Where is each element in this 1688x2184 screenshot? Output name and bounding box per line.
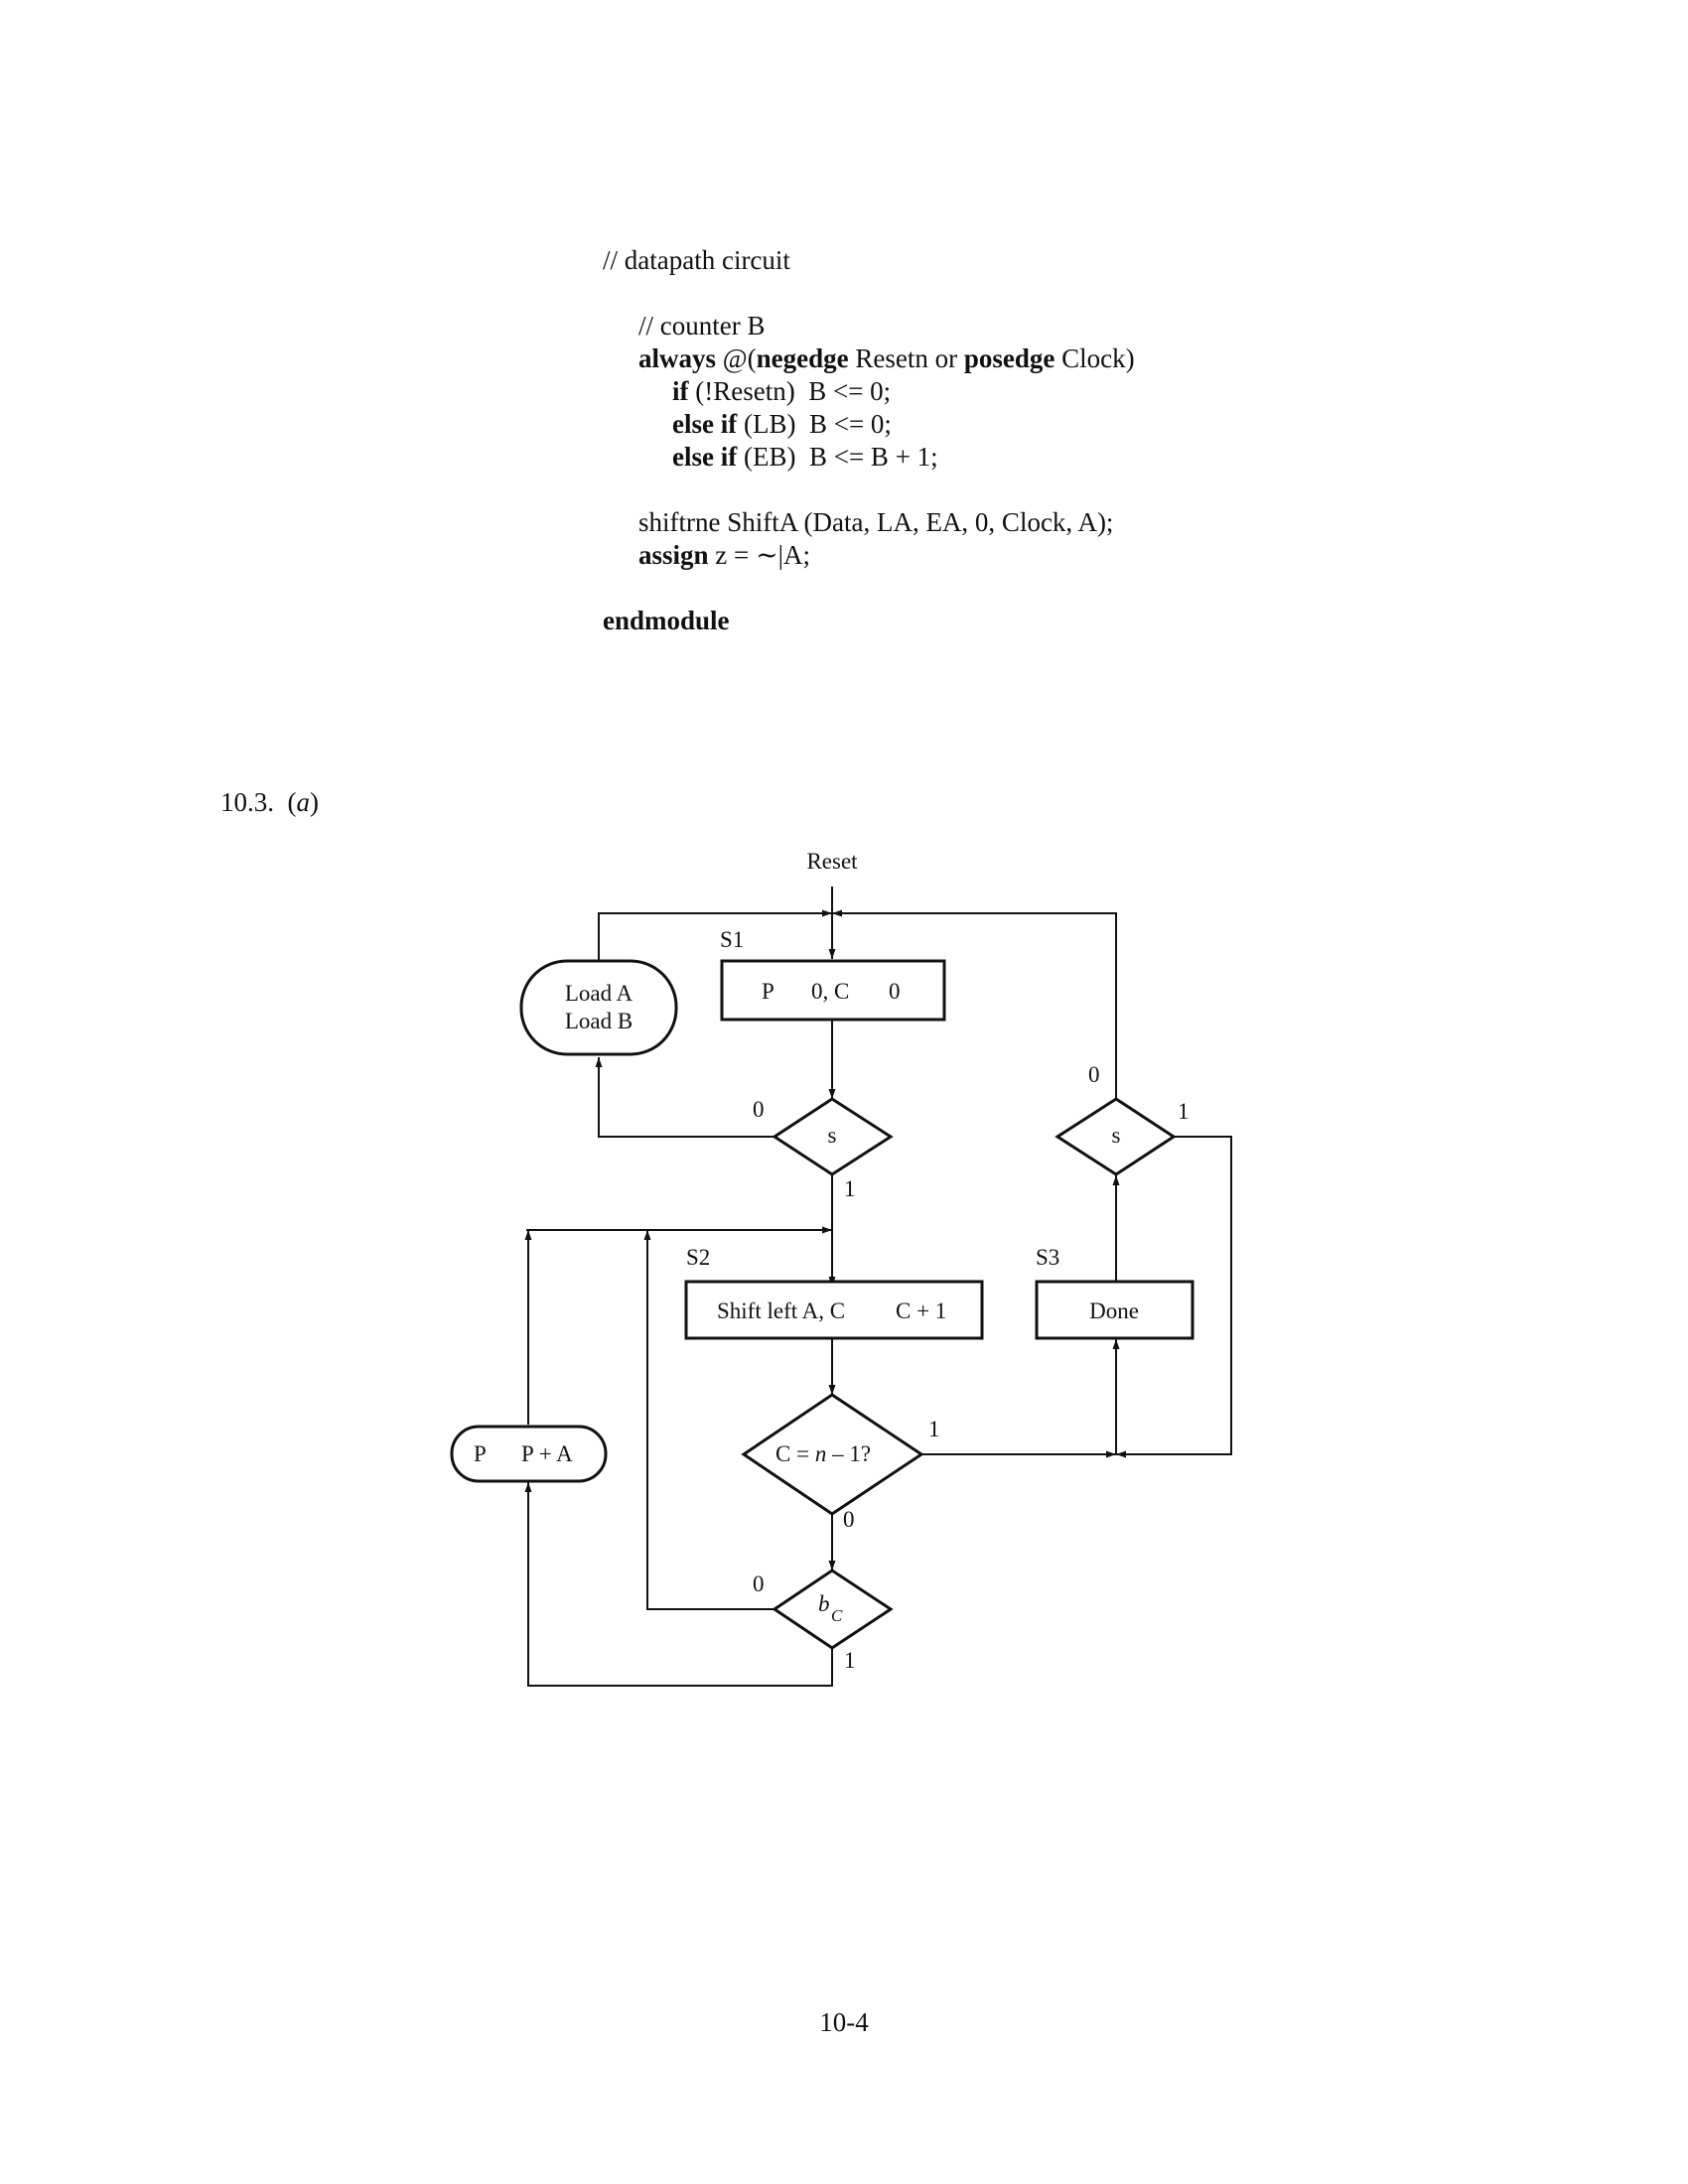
code-text: @( xyxy=(716,343,757,373)
cond-c-n: n xyxy=(815,1441,827,1466)
problem-part: a xyxy=(296,787,311,817)
code-comment-datapath: // datapath circuit xyxy=(603,245,790,275)
keyword-always: always xyxy=(638,343,717,373)
state-box-s3 xyxy=(1035,1280,1195,1340)
chart-shapes xyxy=(450,959,1195,1650)
bc-zero-loop-line xyxy=(643,1230,774,1610)
code-text: z = ∼|A; xyxy=(708,540,811,570)
code-shift-line: shiftrne ShiftA (Data, LA, EA, 0, Clock,… xyxy=(638,507,1114,537)
keyword-if: if xyxy=(672,376,689,406)
code-always-line: always @(negedge Resetn or posedge Clock… xyxy=(603,342,1135,375)
flow-lines xyxy=(524,887,1232,1687)
bc-zero-label: 0 xyxy=(753,1571,765,1596)
code-text: (LB) B <= 0; xyxy=(737,409,892,439)
cond-c-pre: C = xyxy=(775,1441,815,1466)
reset-label: Reset xyxy=(806,849,858,874)
decision-bc xyxy=(772,1569,894,1650)
code-elseif-line-2: else if (EB) B <= B + 1; xyxy=(603,441,1135,474)
keyword-posedge: posedge xyxy=(963,343,1055,373)
page-number: 10-4 xyxy=(819,2007,869,2037)
state-label-s3: S3 xyxy=(1036,1245,1059,1270)
add-p-text: P xyxy=(474,1441,487,1466)
bc-subscript-text: C xyxy=(831,1606,843,1625)
decision-s-right-text: s xyxy=(1112,1123,1121,1148)
c-one-label: 1 xyxy=(928,1417,940,1441)
s-one-label: 1 xyxy=(844,1176,856,1201)
keyword-endmodule: endmodule xyxy=(603,606,730,635)
problem-label: 10.3. (a) xyxy=(220,787,319,818)
decision-s-right xyxy=(1055,1097,1177,1176)
c-zero-label: 0 xyxy=(843,1507,855,1532)
conditional-output-add xyxy=(450,1425,608,1483)
decision-s-text: s xyxy=(828,1123,837,1148)
code-text: (!Resetn) B <= 0; xyxy=(688,376,892,406)
s-zero-label: 0 xyxy=(753,1097,765,1122)
s2-shift-text: Shift left A, C xyxy=(717,1298,845,1323)
right-s-one-label: 1 xyxy=(1178,1099,1190,1124)
state-box-s2 xyxy=(684,1280,984,1340)
code-comment-counter: // counter B xyxy=(638,311,766,341)
bc-b-text: b xyxy=(818,1591,830,1616)
keyword-assign: assign xyxy=(638,540,709,570)
code-endmodule: endmodule xyxy=(603,605,1135,637)
problem-paren: ( xyxy=(287,787,297,817)
state-label-s1: S1 xyxy=(720,927,744,952)
keyword-negedge: negedge xyxy=(756,343,849,373)
right-s-zero-label: 0 xyxy=(1088,1062,1100,1087)
done-s-zero-to-s1-line xyxy=(832,909,1117,1100)
state-label-s2: S2 xyxy=(686,1245,710,1270)
s-zero-to-load-line xyxy=(595,1057,774,1138)
keyword-else-if: else if xyxy=(672,442,738,472)
bc-one-label: 1 xyxy=(844,1648,856,1673)
s-one-loop-line xyxy=(1116,1136,1232,1458)
code-text: (EB) B <= B + 1; xyxy=(737,442,938,472)
cond-c-post: – 1? xyxy=(826,1441,871,1466)
state-box-s1 xyxy=(720,959,946,1022)
code-text: Resetn or xyxy=(848,343,964,373)
add-rhs-text: P + A xyxy=(521,1441,573,1466)
s1-text-zero: 0 xyxy=(889,979,901,1004)
load-b-text: Load B xyxy=(565,1009,633,1033)
decision-s-left xyxy=(772,1097,894,1176)
keyword-else-if: else if xyxy=(672,409,738,439)
problem-paren: ) xyxy=(310,787,319,817)
code-text: Clock) xyxy=(1055,343,1135,373)
load-a-text: Load A xyxy=(565,981,633,1006)
chart-labels: Reset S1 P 0, C 0 Load A Load B s s 0 1 … xyxy=(474,849,1190,1673)
code-listing: // datapath circuit // counter B always … xyxy=(603,244,1135,637)
code-elseif-line-1: else if (LB) B <= 0; xyxy=(603,408,1135,441)
code-assign-line: assign z = ∼|A; xyxy=(603,539,1135,572)
problem-number: 10.3. xyxy=(220,787,274,817)
s1-text-p: P xyxy=(762,979,774,1004)
decision-c-count xyxy=(741,1393,924,1516)
s2-count-text: C + 1 xyxy=(896,1298,946,1323)
decision-c-text: C = n – 1? xyxy=(775,1441,871,1466)
code-if-line: if (!Resetn) B <= 0; xyxy=(603,375,1135,408)
bc-one-to-add-line xyxy=(524,1482,833,1687)
conditional-output-load xyxy=(519,959,678,1056)
done-text: Done xyxy=(1089,1298,1139,1323)
s1-text-c: 0, C xyxy=(811,979,849,1004)
